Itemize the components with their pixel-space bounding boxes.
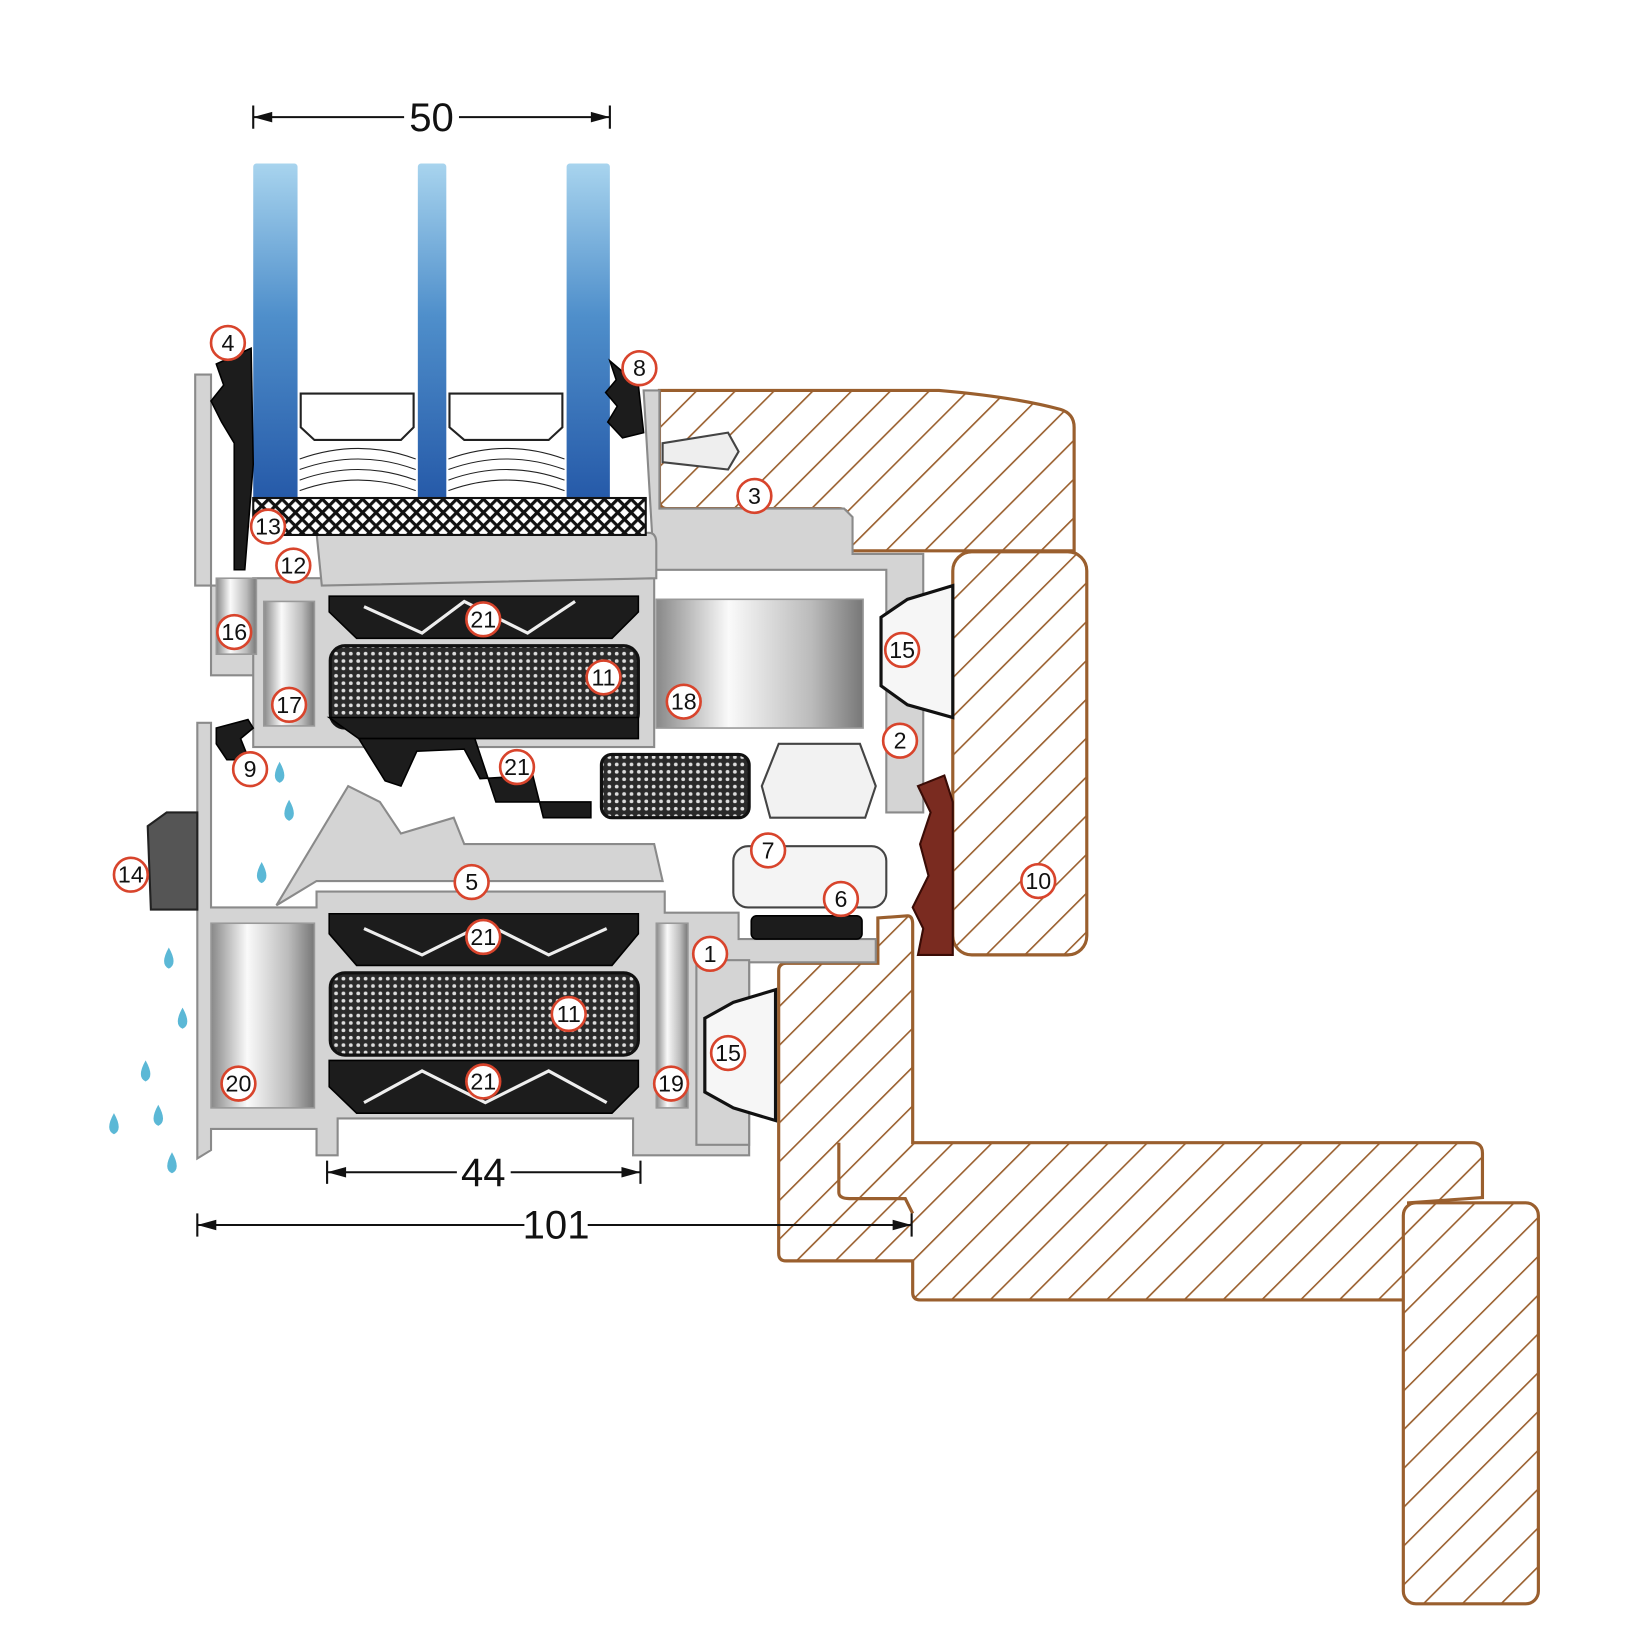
dimension-101-label: 101 <box>523 1204 590 1248</box>
callout-marker: 21 <box>465 918 502 956</box>
dimension-50-label: 50 <box>409 96 454 140</box>
callout-number: 3 <box>748 483 761 509</box>
callout-number: 15 <box>889 637 915 663</box>
callout-number: 19 <box>658 1071 684 1097</box>
water-drop-icon <box>153 1104 164 1126</box>
callout-marker: 15 <box>883 631 921 669</box>
callout-marker: 19 <box>652 1065 690 1102</box>
callout-number: 18 <box>671 689 697 715</box>
callout-number: 7 <box>762 837 775 863</box>
callout-number: 2 <box>894 728 907 754</box>
callout-marker: 11 <box>585 659 622 696</box>
water-drop-icon <box>256 862 267 884</box>
callout-marker: 11 <box>550 995 587 1033</box>
callout-number: 15 <box>715 1040 741 1066</box>
sash-inner-wall <box>642 389 925 814</box>
callout-number: 21 <box>504 754 530 780</box>
callout-number: 11 <box>591 664 615 690</box>
callout-marker: 10 <box>1020 862 1057 900</box>
callout-number: 1 <box>704 941 717 967</box>
insert-lower <box>328 912 640 1114</box>
glass-pane-outer <box>253 163 298 502</box>
fitting-7 <box>760 742 877 819</box>
callout-number: 21 <box>470 924 496 950</box>
foam-block <box>599 752 751 820</box>
thermal-inserts <box>326 595 751 1114</box>
water-drop-icon <box>274 761 285 783</box>
glass-pane-inner <box>566 163 610 502</box>
water-drops <box>109 761 294 1174</box>
callout-marker: 1 <box>691 935 729 973</box>
callout-marker: 16 <box>216 613 253 651</box>
wood-frame-lower <box>777 914 1485 1302</box>
center-gasket-red <box>911 774 954 956</box>
callout-number: 21 <box>470 1069 496 1095</box>
callout-marker: 15 <box>709 1034 747 1072</box>
callout-marker: 21 <box>498 748 536 786</box>
dimension-101: 101 <box>196 1204 913 1248</box>
lock-base <box>750 915 863 940</box>
dimension-44-label: 44 <box>461 1151 506 1195</box>
callout-number: 10 <box>1025 868 1051 894</box>
callout-number: 9 <box>244 756 257 782</box>
gaskets <box>146 346 954 956</box>
callout-number: 5 <box>465 869 478 895</box>
dimension-50: 50 <box>252 96 611 140</box>
callout-marker: 21 <box>465 1063 502 1100</box>
callouts: 4 8 3 13 12 16 21 11 18 15 17 2 9 21 7 1… <box>112 324 1057 1102</box>
callout-marker: 3 <box>736 477 773 515</box>
sealant-lines <box>299 447 565 492</box>
callout-marker: 8 <box>621 350 658 387</box>
gasket-9 <box>215 718 255 761</box>
callout-number: 6 <box>834 886 847 912</box>
callout-number: 14 <box>118 862 144 888</box>
callout-number: 21 <box>470 606 496 632</box>
dimension-44: 44 <box>326 1151 642 1195</box>
callout-number: 11 <box>557 1001 581 1027</box>
callout-number: 16 <box>221 619 247 645</box>
callout-number: 8 <box>633 355 646 381</box>
callout-number: 20 <box>226 1071 252 1097</box>
glass-pane-middle <box>417 163 447 502</box>
wood-frame-cladding <box>951 550 1089 957</box>
weatherstrip-14 <box>146 811 199 911</box>
outer-gasket-4 <box>210 346 255 571</box>
callout-marker: 4 <box>209 324 247 362</box>
callout-marker: 2 <box>881 722 919 759</box>
wood-frame <box>657 388 1540 1606</box>
callout-marker: 17 <box>270 686 308 724</box>
water-drop-icon <box>109 1113 119 1135</box>
callout-marker: 9 <box>231 750 269 788</box>
callout-marker: 21 <box>465 601 502 638</box>
callout-marker: 12 <box>275 547 312 584</box>
water-drop-icon <box>167 1152 177 1174</box>
insert-21-lower-sash <box>357 737 592 819</box>
callout-marker: 13 <box>249 508 287 545</box>
callout-number: 13 <box>255 514 281 540</box>
triple-glazing <box>252 163 647 537</box>
water-drop-icon <box>140 1060 151 1082</box>
callout-marker: 7 <box>749 832 787 869</box>
callout-number: 12 <box>280 553 306 579</box>
callout-marker: 18 <box>665 683 702 720</box>
glazing-bead-12 <box>315 531 658 587</box>
wood-wall-post <box>1401 1201 1540 1606</box>
inner-gasket-8 <box>604 358 645 439</box>
spacer-right <box>448 392 564 442</box>
callout-marker: 6 <box>822 880 860 918</box>
glazing-block-13 <box>252 496 647 537</box>
foam-core-11-lower <box>328 971 640 1057</box>
water-drop-icon <box>284 799 294 821</box>
callout-marker: 20 <box>220 1065 257 1102</box>
callout-number: 17 <box>276 692 302 718</box>
callout-marker: 14 <box>112 856 150 893</box>
callout-number: 4 <box>221 330 234 356</box>
water-drop-icon <box>164 947 174 969</box>
anchor-dowel <box>661 431 740 471</box>
water-drop-icon <box>177 1007 188 1029</box>
wood-notch <box>837 1142 915 1215</box>
spacer-left <box>299 392 415 442</box>
callout-marker: 5 <box>453 863 490 901</box>
